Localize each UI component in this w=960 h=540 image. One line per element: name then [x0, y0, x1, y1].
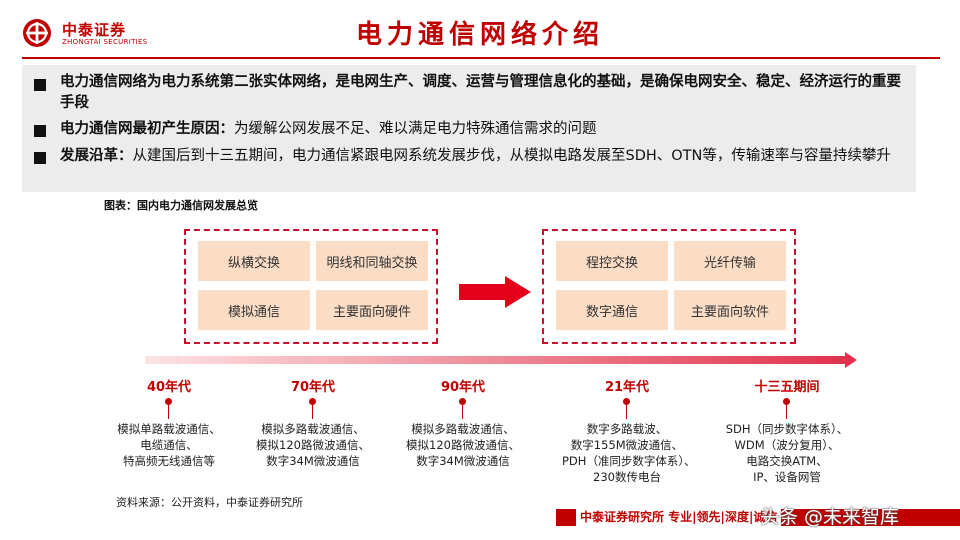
watermark: 头条 @未来智库 [760, 506, 900, 528]
era-description: 模拟单路载波通信、 电缆通信、 特高频无线通信等 [104, 421, 234, 469]
tech-box: 光纤传输 [674, 241, 786, 281]
footer-slogan: 中泰证券研究所 专业|领先|深度|诚信 [576, 508, 782, 526]
summary-point-3: 发展沿革：从建国后到十三五期间，电力通信紧跟电网系统发展步伐，从模拟电路发展至S… [60, 146, 910, 167]
era-description: 模拟多路载波通信、 模拟120路微波通信、 数字34M微波通信 [398, 421, 528, 469]
summary-point-1: 电力通信网络为电力系统第二张实体网络，是电网生产、调度、运营与管理信息化的基础，… [60, 72, 910, 114]
era-line: WDM（波分复用）、 [734, 438, 840, 452]
bullet-square-icon [34, 152, 46, 164]
era-marker-icon [104, 397, 234, 419]
tech-box: 程控交换 [556, 241, 668, 281]
logo-english-name: ZHONGTAI SECURITIES [62, 38, 148, 46]
era-marker-icon [398, 397, 528, 419]
era-line: 模拟多路载波通信、 [411, 422, 515, 436]
era-marker-icon [248, 397, 378, 419]
era-90s: 90年代 模拟多路载波通信、 模拟120路微波通信、 数字34M微波通信 [398, 376, 528, 469]
summary-box: 电力通信网络为电力系统第二张实体网络，是电网生产、调度、运营与管理信息化的基础，… [22, 65, 916, 192]
era-line: 数字34M微波通信 [416, 454, 510, 468]
timeline-arrow [145, 352, 857, 368]
era-description: SDH（同步数字体系）、 WDM（波分复用）、 电路交换ATM、 IP、设备网管 [722, 421, 852, 485]
title-divider [22, 57, 940, 59]
era-line: 模拟120路微波通信、 [406, 438, 520, 452]
source-note: 资料来源：公开资料，中泰证券研究所 [116, 496, 303, 509]
era-line: IP、设备网管 [753, 470, 821, 484]
company-logo: 中泰证券 ZHONGTAI SECURITIES [22, 16, 162, 52]
logo-chinese-name: 中泰证券 [62, 21, 127, 39]
era-line: 模拟单路载波通信、 [117, 422, 221, 436]
era-marker-icon [722, 397, 852, 419]
modern-tech-group: 程控交换 光纤传输 数字通信 主要面向软件 [542, 229, 796, 344]
legacy-tech-group: 纵横交换 明线和同轴交换 模拟通信 主要面向硬件 [184, 229, 438, 344]
summary-point-3-text: 从建国后到十三五期间，电力通信紧跟电网系统发展步伐，从模拟电路发展至SDH、OT… [132, 148, 891, 164]
era-label: 70年代 [290, 380, 336, 395]
era-label: 21年代 [604, 380, 650, 395]
bullet-square-icon [34, 79, 46, 91]
era-line: 特高频无线通信等 [123, 454, 215, 468]
tech-box: 模拟通信 [198, 290, 310, 330]
figure-caption: 图表：国内电力通信网发展总览 [104, 199, 258, 212]
era-13th-five-year-plan: 十三五期间 SDH（同步数字体系）、 WDM（波分复用）、 电路交换ATM、 I… [722, 376, 852, 485]
era-label: 90年代 [440, 380, 486, 395]
era-line: SDH（同步数字体系）、 [725, 422, 849, 436]
summary-point-2: 电力通信网最初产生原因：为缓解公网发展不足、难以满足电力特殊通信需求的问题 [60, 119, 910, 140]
era-description: 模拟多路载波通信、 模拟120路微波通信、 数字34M微波通信 [248, 421, 378, 469]
era-line: 数字155M微波通信、 [570, 438, 684, 452]
era-label: 十三五期间 [754, 380, 820, 395]
tech-box: 数字通信 [556, 290, 668, 330]
tech-box: 主要面向软件 [674, 290, 786, 330]
zhongtai-logo-icon [23, 19, 51, 47]
transition-arrow-icon [459, 276, 531, 308]
era-line: PDH（准同步数字体系）、 [562, 454, 696, 468]
summary-point-3-lead: 发展沿革： [60, 148, 133, 164]
era-line: 模拟120路微波通信、 [256, 438, 370, 452]
tech-box: 明线和同轴交换 [316, 241, 428, 281]
era-line: 模拟多路载波通信、 [261, 422, 365, 436]
era-line: 数字多路载波、 [586, 422, 668, 436]
era-line: 电路交换ATM、 [746, 454, 828, 468]
summary-point-2-lead: 电力通信网最初产生原因： [60, 121, 234, 137]
tech-box: 纵横交换 [198, 241, 310, 281]
page-title: 电力通信网络介绍 [355, 20, 604, 50]
era-70s: 70年代 模拟多路载波通信、 模拟120路微波通信、 数字34M微波通信 [248, 376, 378, 469]
summary-point-1-text: 电力通信网络为电力系统第二张实体网络，是电网生产、调度、运营与管理信息化的基础，… [60, 74, 901, 111]
summary-point-2-text: 为缓解公网发展不足、难以满足电力特殊通信需求的问题 [234, 121, 597, 137]
era-40s: 40年代 模拟单路载波通信、 电缆通信、 特高频无线通信等 [104, 376, 234, 469]
era-marker-icon [562, 397, 692, 419]
era-line: 230数传电台 [593, 470, 661, 484]
era-line: 数字34M微波通信 [266, 454, 360, 468]
tech-box: 主要面向硬件 [316, 290, 428, 330]
era-label: 40年代 [146, 380, 192, 395]
era-21st-century: 21年代 数字多路载波、 数字155M微波通信、 PDH（准同步数字体系）、 2… [562, 376, 696, 485]
bullet-square-icon [34, 125, 46, 137]
era-description: 数字多路载波、 数字155M微波通信、 PDH（准同步数字体系）、 230数传电… [562, 421, 696, 485]
era-line: 电缆通信、 [140, 438, 198, 452]
